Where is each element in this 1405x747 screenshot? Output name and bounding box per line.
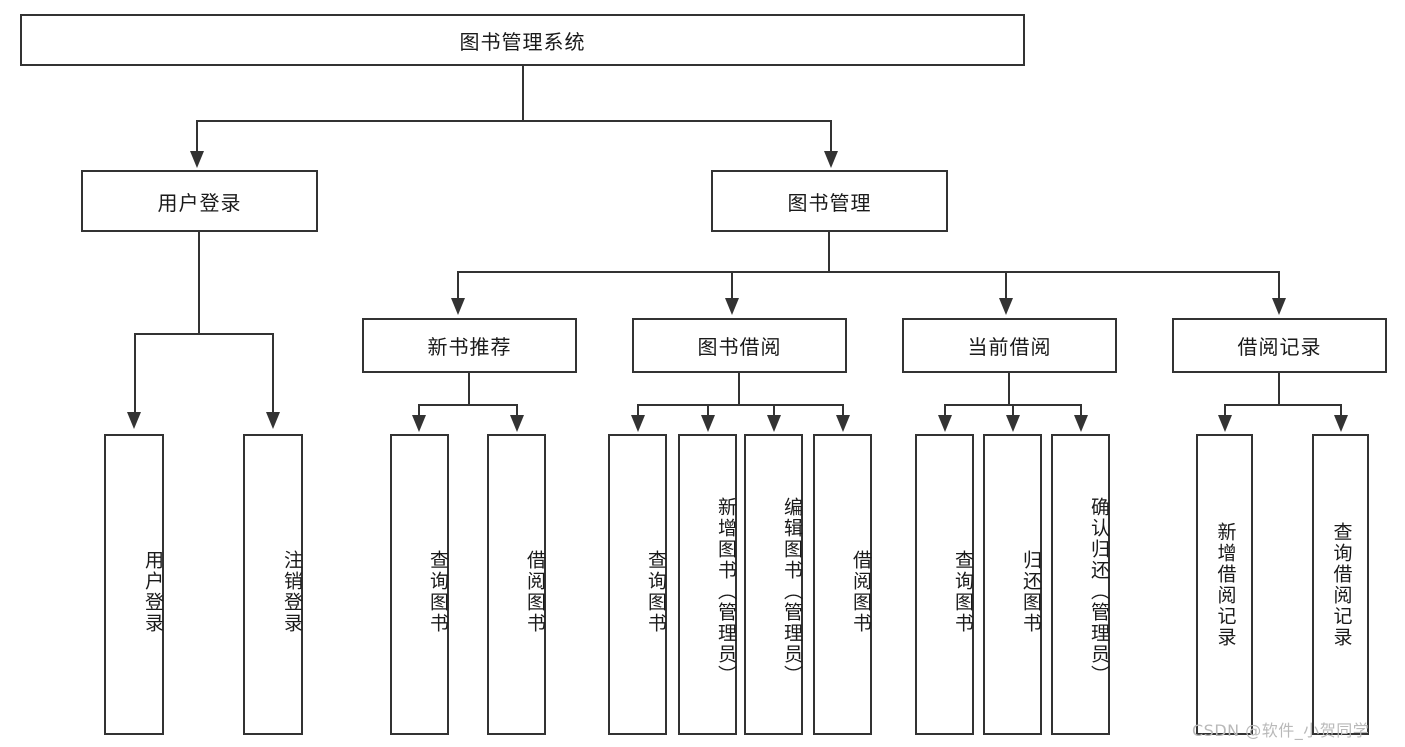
connector-cb-stem	[1008, 373, 1010, 405]
connector-user-login-drop-1	[134, 333, 136, 413]
arrowhead-br-add-record	[1218, 415, 1232, 432]
node-book-management[interactable]: 图书管理	[711, 170, 948, 232]
connector-user-login-bus	[134, 333, 274, 335]
arrowhead-nbr-query-book	[412, 415, 426, 432]
connector-br-drop-2	[1340, 404, 1342, 416]
arrowhead-br-query-record	[1334, 415, 1348, 432]
leaf-bb-query-book[interactable]: 查询图书	[608, 434, 667, 735]
connector-bm-drop-4	[1278, 271, 1280, 299]
leaf-br-add-borrow-record[interactable]: 新增借阅记录	[1196, 434, 1253, 735]
connector-user-login-drop-2	[272, 333, 274, 413]
connector-br-stem	[1278, 373, 1280, 405]
leaf-cb-confirm-return-admin[interactable]: 确认归还（管理员）	[1051, 434, 1110, 735]
arrowhead-leaf-user-login	[127, 412, 141, 429]
leaf-user-login[interactable]: 用户登录	[104, 434, 164, 735]
csdn-watermark: CSDN @软件_小贺同学	[1192, 721, 1370, 740]
leaf-logout[interactable]: 注销登录	[243, 434, 303, 735]
leaf-bb-edit-book-admin[interactable]: 编辑图书（管理员）	[744, 434, 803, 735]
connector-cb-drop-2	[1012, 404, 1014, 416]
connector-root-bus	[196, 120, 832, 122]
arrowhead-book-management	[824, 151, 838, 168]
connector-cb-drop-1	[944, 404, 946, 416]
connector-book-management-bus	[457, 271, 1280, 273]
arrowhead-borrow-records	[1272, 298, 1286, 315]
connector-root-stem	[522, 66, 524, 122]
leaf-cb-query-book[interactable]: 查询图书	[915, 434, 974, 735]
connector-cb-drop-3	[1080, 404, 1082, 416]
arrowhead-bb-add-book	[701, 415, 715, 432]
connector-nbr-stem	[468, 373, 470, 405]
node-borrow-records[interactable]: 借阅记录	[1172, 318, 1387, 373]
node-current-borrow[interactable]: 当前借阅	[902, 318, 1117, 373]
arrowhead-user-login	[190, 151, 204, 168]
leaf-nbr-borrow-book[interactable]: 借阅图书	[487, 434, 546, 735]
connector-bm-drop-3	[1005, 271, 1007, 299]
connector-bb-bus	[637, 404, 843, 406]
connector-bm-drop-2	[731, 271, 733, 299]
node-book-borrow[interactable]: 图书借阅	[632, 318, 847, 373]
arrowhead-leaf-logout	[266, 412, 280, 429]
arrowhead-bb-borrow-book	[836, 415, 850, 432]
connector-root-drop-2	[830, 120, 832, 152]
connector-book-management-stem	[828, 232, 830, 273]
connector-root-drop-1	[196, 120, 198, 152]
leaf-bb-borrow-book[interactable]: 借阅图书	[813, 434, 872, 735]
arrowhead-cb-confirm-return	[1074, 415, 1088, 432]
connector-bb-drop-3	[773, 404, 775, 416]
connector-br-drop-1	[1224, 404, 1226, 416]
arrowhead-current-borrow	[999, 298, 1013, 315]
arrowhead-cb-query-book	[938, 415, 952, 432]
connector-nbr-drop-1	[418, 404, 420, 416]
node-root-book-management-system[interactable]: 图书管理系统	[20, 14, 1025, 66]
connector-nbr-drop-2	[516, 404, 518, 416]
connector-user-login-stem	[198, 232, 200, 334]
arrowhead-bb-query-book	[631, 415, 645, 432]
leaf-cb-return-book[interactable]: 归还图书	[983, 434, 1042, 735]
node-new-book-recommend[interactable]: 新书推荐	[362, 318, 577, 373]
connector-nbr-bus	[418, 404, 518, 406]
arrowhead-cb-return-book	[1006, 415, 1020, 432]
connector-bm-drop-1	[457, 271, 459, 299]
leaf-br-query-borrow-record[interactable]: 查询借阅记录	[1312, 434, 1369, 735]
leaf-nbr-query-book[interactable]: 查询图书	[390, 434, 449, 735]
arrowhead-nbr-borrow-book	[510, 415, 524, 432]
connector-bb-drop-2	[707, 404, 709, 416]
arrowhead-book-borrow	[725, 298, 739, 315]
arrowhead-new-book-recommend	[451, 298, 465, 315]
connector-bb-drop-1	[637, 404, 639, 416]
leaf-bb-add-book-admin[interactable]: 新增图书（管理员）	[678, 434, 737, 735]
arrowhead-bb-edit-book	[767, 415, 781, 432]
connector-bb-drop-4	[842, 404, 844, 416]
node-user-login[interactable]: 用户登录	[81, 170, 318, 232]
connector-bb-stem	[738, 373, 740, 405]
connector-br-bus	[1224, 404, 1342, 406]
